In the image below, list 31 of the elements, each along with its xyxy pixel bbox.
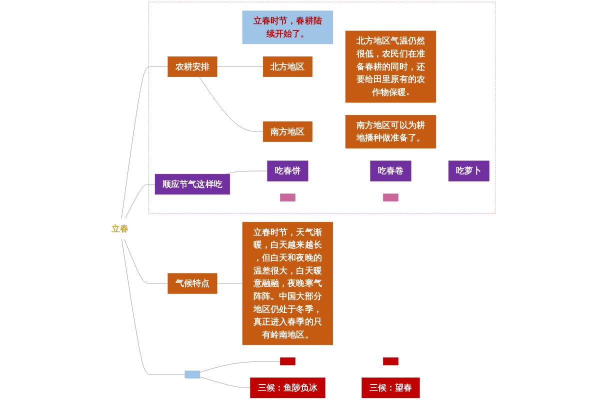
- node-box: [383, 357, 399, 366]
- connector: [122, 238, 186, 375]
- node-box: [383, 194, 399, 202]
- node-box: [185, 370, 200, 378]
- node-box: 农耕安排: [168, 56, 218, 78]
- node-box: 北方地区: [263, 56, 313, 78]
- connector: [217, 66, 264, 67]
- node-box: 吃萝卜: [448, 160, 490, 182]
- connector: [199, 76, 264, 132]
- connector: [226, 170, 268, 174]
- node-box: 南方地区: [263, 121, 313, 142]
- connector: [124, 238, 168, 284]
- node-box: 顺应节气这样吃: [155, 174, 230, 195]
- connector: [122, 66, 168, 219]
- node-box: 吃春饼: [267, 160, 308, 182]
- node-box: [280, 357, 296, 366]
- node-box: 立春时节，天气渐暖，白天越来越长，但白天和夜晚的温差很大，白天暖意融融，夜晚寒气阵阵。中国大部分地区仍处于冬季，真正进入春季的只有岭南地区。: [242, 222, 334, 346]
- connector: [125, 184, 156, 219]
- node-box: 吃春卷: [370, 160, 412, 182]
- node-box: 立春时节，春耕陆续开始了。: [242, 10, 334, 44]
- node-box: 南方地区可以为耕地播种做准备了。: [346, 114, 436, 148]
- node-text: 立春: [112, 224, 129, 234]
- node-box: [280, 194, 296, 202]
- cluster: [148, 2, 496, 214]
- node-box: 三候：望春: [362, 378, 420, 398]
- node-box: 北方地区气温仍然很低，农民们在准备春耕的同时，还要给田里原有的农作物保暖.: [346, 30, 436, 103]
- connector: [217, 283, 243, 284]
- connector: [200, 376, 251, 388]
- node-box: 三候：鱼陟负冰: [250, 378, 326, 398]
- node-box: 气候特点: [168, 273, 218, 294]
- connector: [200, 361, 281, 372]
